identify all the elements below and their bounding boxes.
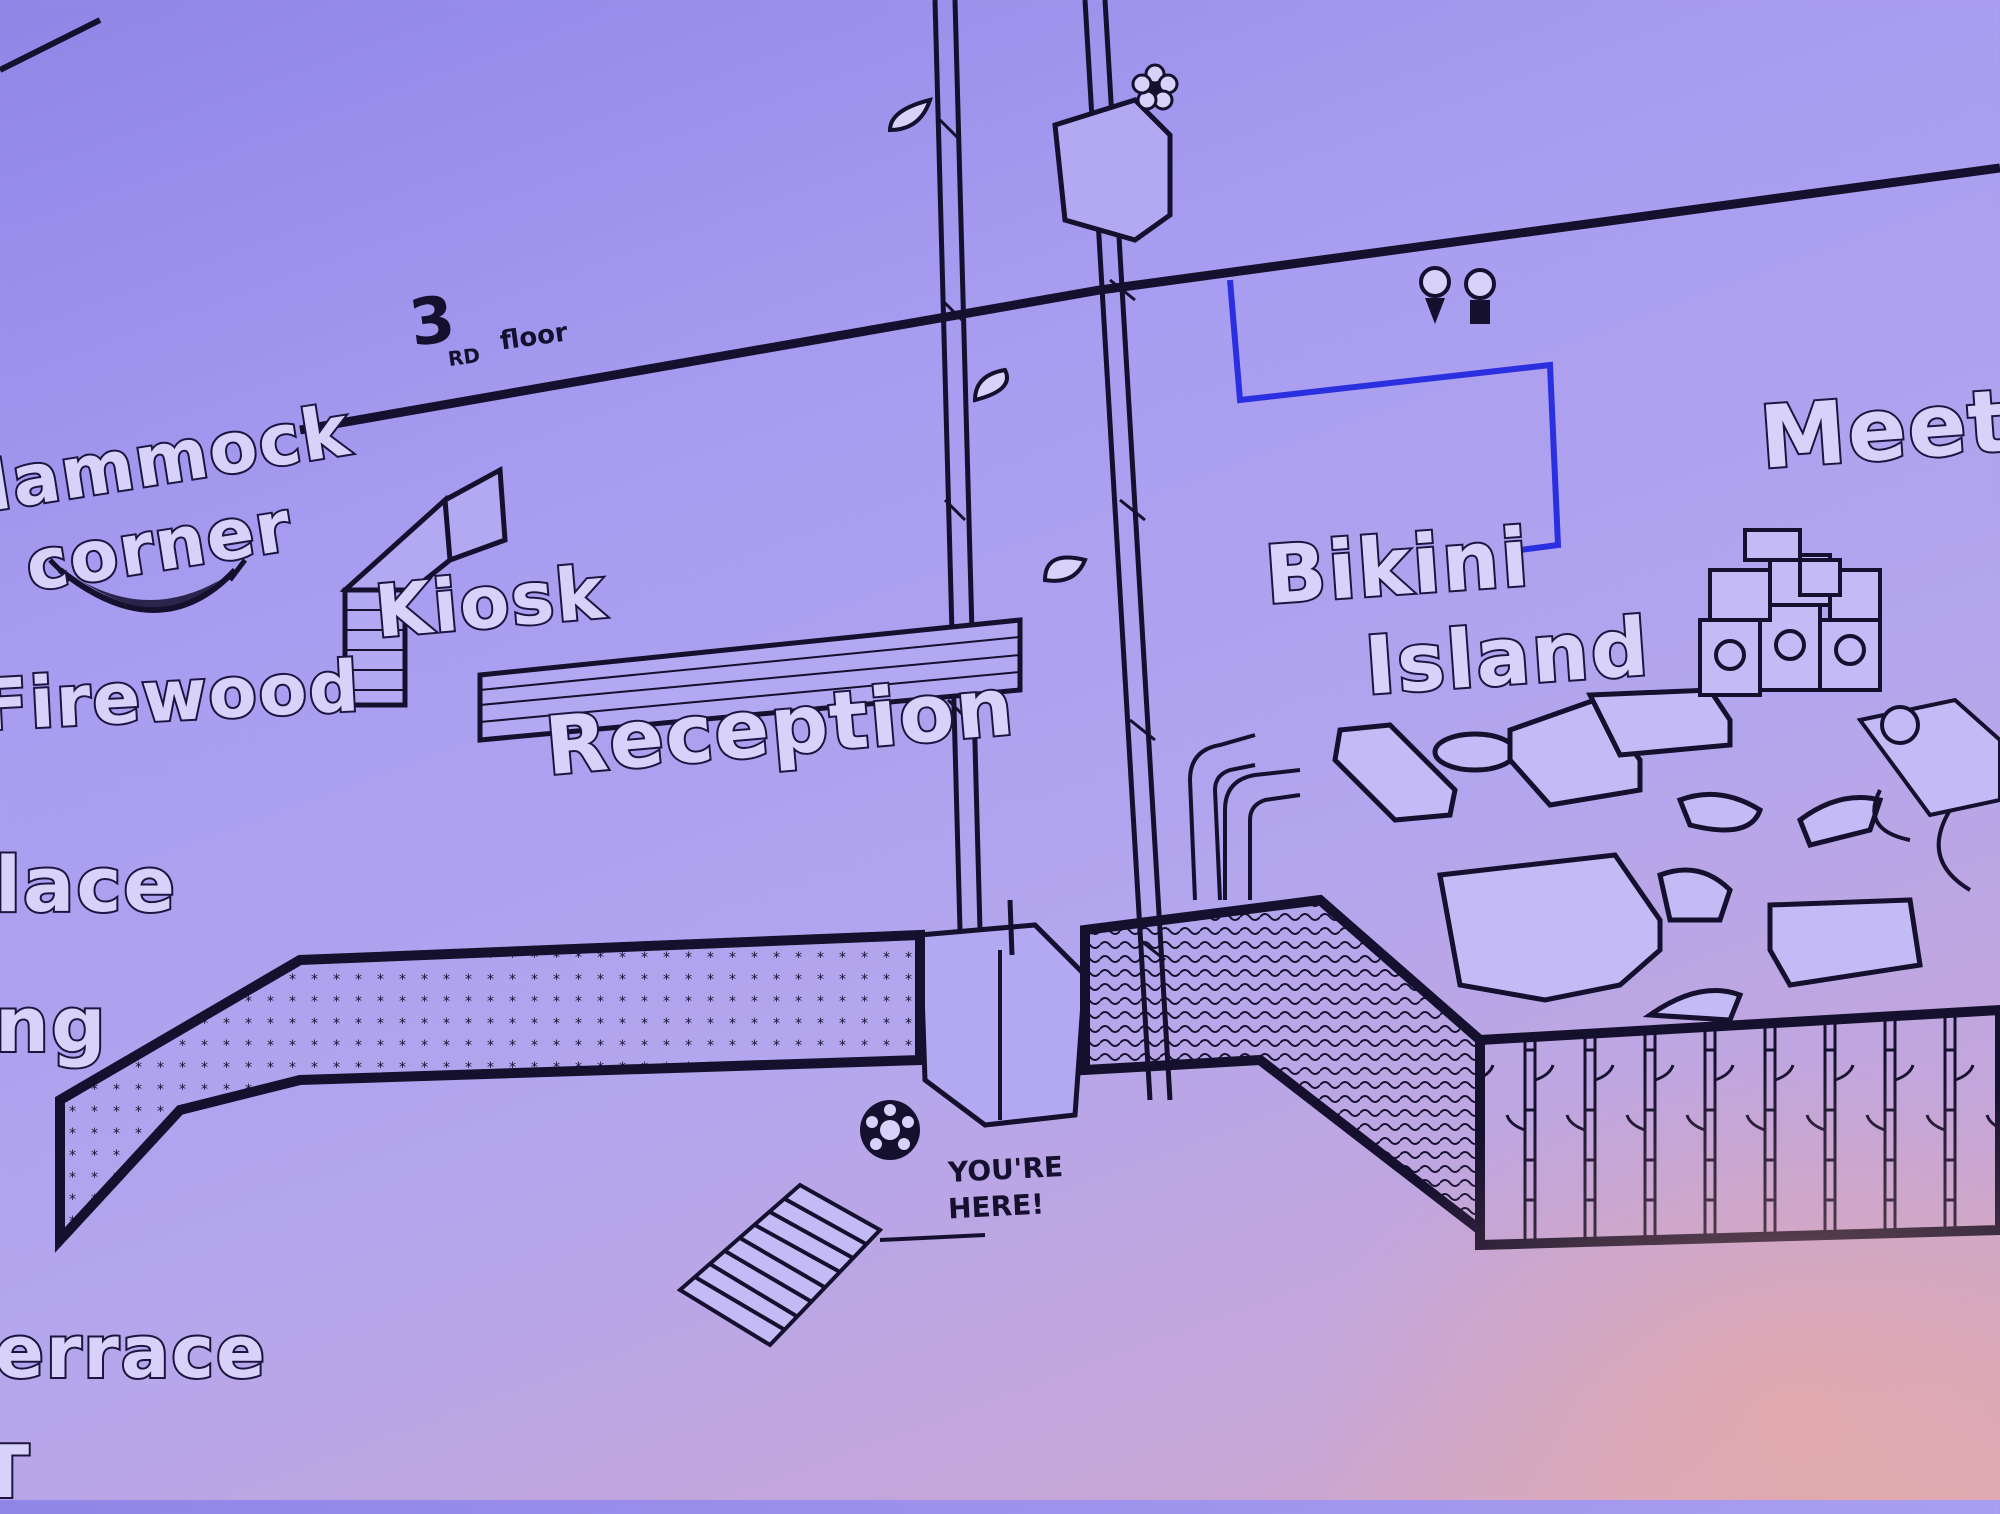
top-left-rail (0, 17, 102, 73)
reception-brick-wall (477, 617, 1023, 743)
bikini-island-wall (1227, 279, 1562, 553)
speaker-stack-icon (1698, 528, 1882, 697)
light-glow (1300, 1050, 2000, 1500)
leaf-icon (972, 367, 1009, 403)
leaf-icon (1042, 555, 1088, 583)
meet-label: Meet (1755, 369, 2000, 490)
stairs-pointer-line (879, 1233, 986, 1242)
pipes (1187, 733, 1301, 901)
stairs-icon (676, 1182, 884, 1348)
t-label: T (0, 1428, 32, 1514)
ng-label: ng (0, 978, 108, 1071)
terrace-walkway-stars (55, 929, 925, 1253)
you-are-here-line1: YOU'RE (947, 1150, 1064, 1189)
pillar-box-lower (917, 899, 1088, 1128)
terrace-label: errace (0, 1308, 267, 1396)
dj-deck-icon (1856, 697, 2000, 892)
lounge-furniture (1332, 687, 1923, 1023)
leaf-icon (887, 97, 934, 133)
restroom-icon (1419, 266, 1496, 324)
pillar-box-upper (1052, 97, 1173, 243)
you-are-here-line2: HERE! (947, 1187, 1045, 1226)
floor-number-suffix: RD (446, 342, 482, 372)
kiosk-structure (339, 465, 508, 708)
island-label: Island (1360, 598, 1655, 715)
pillar-left (887, 0, 1009, 931)
flower-icon (1131, 63, 1179, 111)
you-are-here-marker-icon (860, 1100, 920, 1160)
bikini-label: Bikini (1260, 509, 1535, 624)
hammock-icon (48, 558, 247, 613)
place-label: lace (0, 838, 177, 931)
